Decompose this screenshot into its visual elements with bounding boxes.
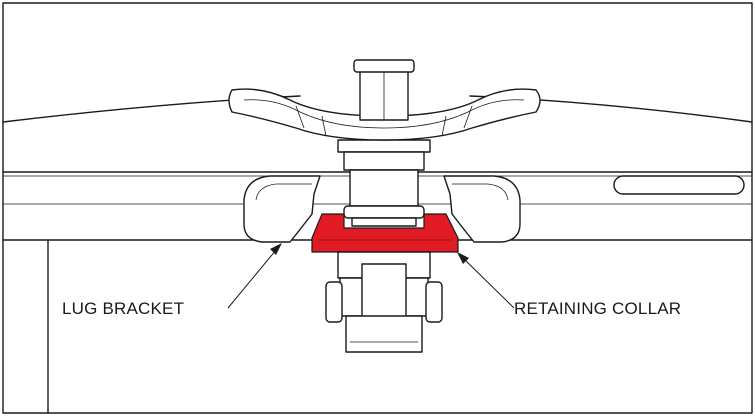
leader-lines (227, 243, 515, 309)
retaining-collar-leader (463, 258, 515, 309)
retaining-collar-shape (311, 213, 459, 253)
retaining-collar-label: RETAINING COLLAR (514, 299, 681, 318)
post-washer (343, 205, 425, 219)
handle-rib-3 (441, 115, 447, 137)
latch-wing-left (325, 281, 343, 323)
rim-slot (613, 175, 745, 195)
center-post (337, 139, 431, 227)
post-collar-top (337, 139, 431, 153)
lower-latch-assembly (325, 251, 443, 353)
handle-wings (228, 88, 541, 141)
post-neck (351, 217, 417, 227)
lug-bracket-arrowhead (270, 243, 282, 255)
handle-knob (228, 59, 541, 141)
lug-bracket-right (443, 175, 521, 243)
lug-bracket-leader (227, 249, 277, 309)
handle-rib-1 (295, 105, 305, 129)
lug-bracket-left (243, 175, 321, 243)
latch-wing-right (425, 281, 443, 323)
post-shaft (349, 169, 419, 207)
post-ring-1 (343, 151, 425, 171)
handle-rib-4 (463, 105, 473, 129)
retaining-collar-arrowhead (457, 252, 469, 264)
handle-rib-2 (321, 115, 327, 137)
lug-bracket-label: LUG BRACKET (62, 299, 184, 318)
latch-lower-block (345, 315, 423, 353)
handle-cap (353, 59, 415, 73)
lug-bracket-detail (255, 183, 509, 201)
handle-wing-ridge (243, 99, 525, 129)
lug-bracket-part (243, 175, 521, 243)
retaining-collar-part (311, 213, 459, 253)
